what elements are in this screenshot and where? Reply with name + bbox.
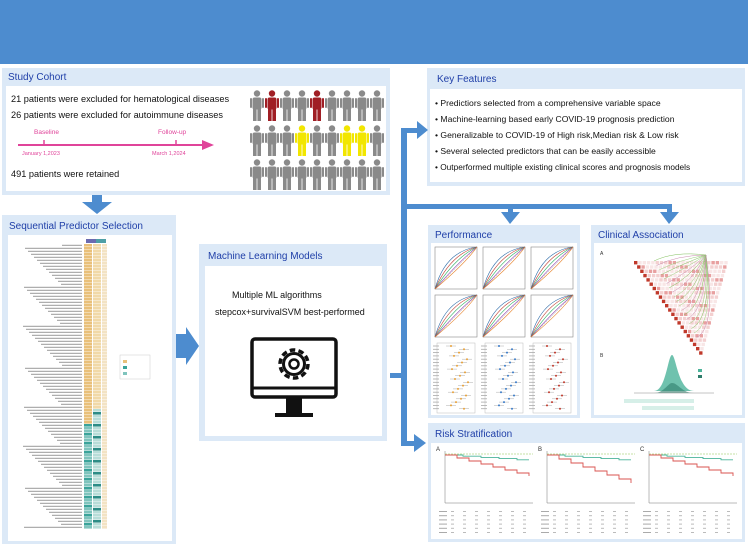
feature-item: • Machine-learning based early COVID-19 … (435, 114, 675, 124)
svg-text:A: A (600, 251, 604, 257)
excluded-autoimmune-text: 26 patients were excluded for autoimmune… (11, 110, 223, 120)
person-icon (310, 90, 324, 121)
key-features-panel: Key Features • Predictiors selected from… (427, 68, 745, 186)
performance-panel: Performance (428, 225, 580, 418)
person-icon (355, 159, 369, 190)
baseline-label: Baseline (34, 129, 59, 136)
ml-models-title: Machine Learning Models (208, 251, 323, 262)
km-curves: A B C (436, 447, 737, 533)
person-icon (295, 90, 309, 121)
sequential-panel: Sequential Predictor Selection (2, 215, 176, 544)
feature-item: • Outperformed multiple existing clinica… (435, 162, 691, 172)
person-icon (280, 90, 294, 121)
person-icon (295, 159, 309, 190)
person-icon (265, 159, 279, 190)
svg-text:C: C (640, 447, 645, 453)
performance-plots (433, 246, 574, 414)
followup-label: Follow-up (158, 129, 187, 136)
person-icon (340, 90, 354, 121)
header-banner (0, 0, 748, 64)
person-icon (265, 90, 279, 121)
feature-item: • Generalizable to COVID-19 of High risk… (435, 130, 679, 140)
person-icon (325, 159, 339, 190)
arrow-down-icon (82, 195, 112, 214)
key-features-title: Key Features (437, 74, 497, 85)
person-icon (370, 159, 384, 190)
patient-icon-grid (250, 88, 386, 191)
retained-text: 491 patients were retained (11, 169, 120, 179)
person-icon (250, 90, 264, 121)
person-icon (340, 125, 354, 156)
computer-gear-icon (250, 337, 338, 417)
ml-models-panel: Machine Learning Models Multiple ML algo… (199, 244, 387, 441)
key-features-body: • Predictiors selected from a comprehens… (430, 89, 742, 182)
person-icon (370, 125, 384, 156)
ml-models-body: Multiple ML algorithms stepcox+survivalS… (205, 266, 382, 436)
person-icon (250, 125, 264, 156)
baseline-date: January 1,2023 (22, 151, 60, 157)
sequential-figure (8, 235, 172, 541)
person-icon (265, 125, 279, 156)
feature-item: • Several selected predictors that can b… (435, 146, 656, 156)
person-icon (295, 125, 309, 156)
svg-text:A: A (436, 447, 440, 453)
person-icon (250, 159, 264, 190)
predictor-heatmap (23, 239, 151, 529)
person-icon (355, 90, 369, 121)
timeline-arrow (18, 140, 214, 150)
risk-title: Risk Stratification (435, 429, 513, 440)
ml-line2: stepcox+survivalSVM best-performed (215, 307, 365, 317)
feature-item: • Predictiors selected from a comprehens… (435, 98, 661, 108)
risk-figure: A B C (431, 443, 742, 539)
person-icon (310, 125, 324, 156)
clinical-title: Clinical Association (598, 230, 684, 241)
study-cohort-panel: Study Cohort 21 patients were excluded f… (2, 68, 390, 195)
performance-title: Performance (435, 230, 493, 241)
person-icon (280, 159, 294, 190)
risk-panel: Risk Stratification A B C (428, 423, 745, 542)
person-icon (325, 90, 339, 121)
study-cohort-body: 21 patients were excluded for hematologi… (6, 86, 386, 191)
person-icon (340, 159, 354, 190)
person-icon (310, 159, 324, 190)
performance-figure (431, 243, 577, 415)
ml-line1: Multiple ML algorithms (232, 290, 322, 300)
followup-date: March 1,2024 (152, 151, 186, 157)
svg-text:B: B (538, 447, 542, 453)
person-icon (325, 125, 339, 156)
study-cohort-title: Study Cohort (8, 72, 67, 83)
person-icon (355, 125, 369, 156)
person-icon (370, 90, 384, 121)
correlation-plot: AB (600, 251, 728, 410)
excluded-hematological-text: 21 patients were excluded for hematologi… (11, 94, 230, 104)
person-icon (280, 125, 294, 156)
svg-text:B: B (600, 353, 604, 359)
sequential-title: Sequential Predictor Selection (9, 221, 143, 232)
